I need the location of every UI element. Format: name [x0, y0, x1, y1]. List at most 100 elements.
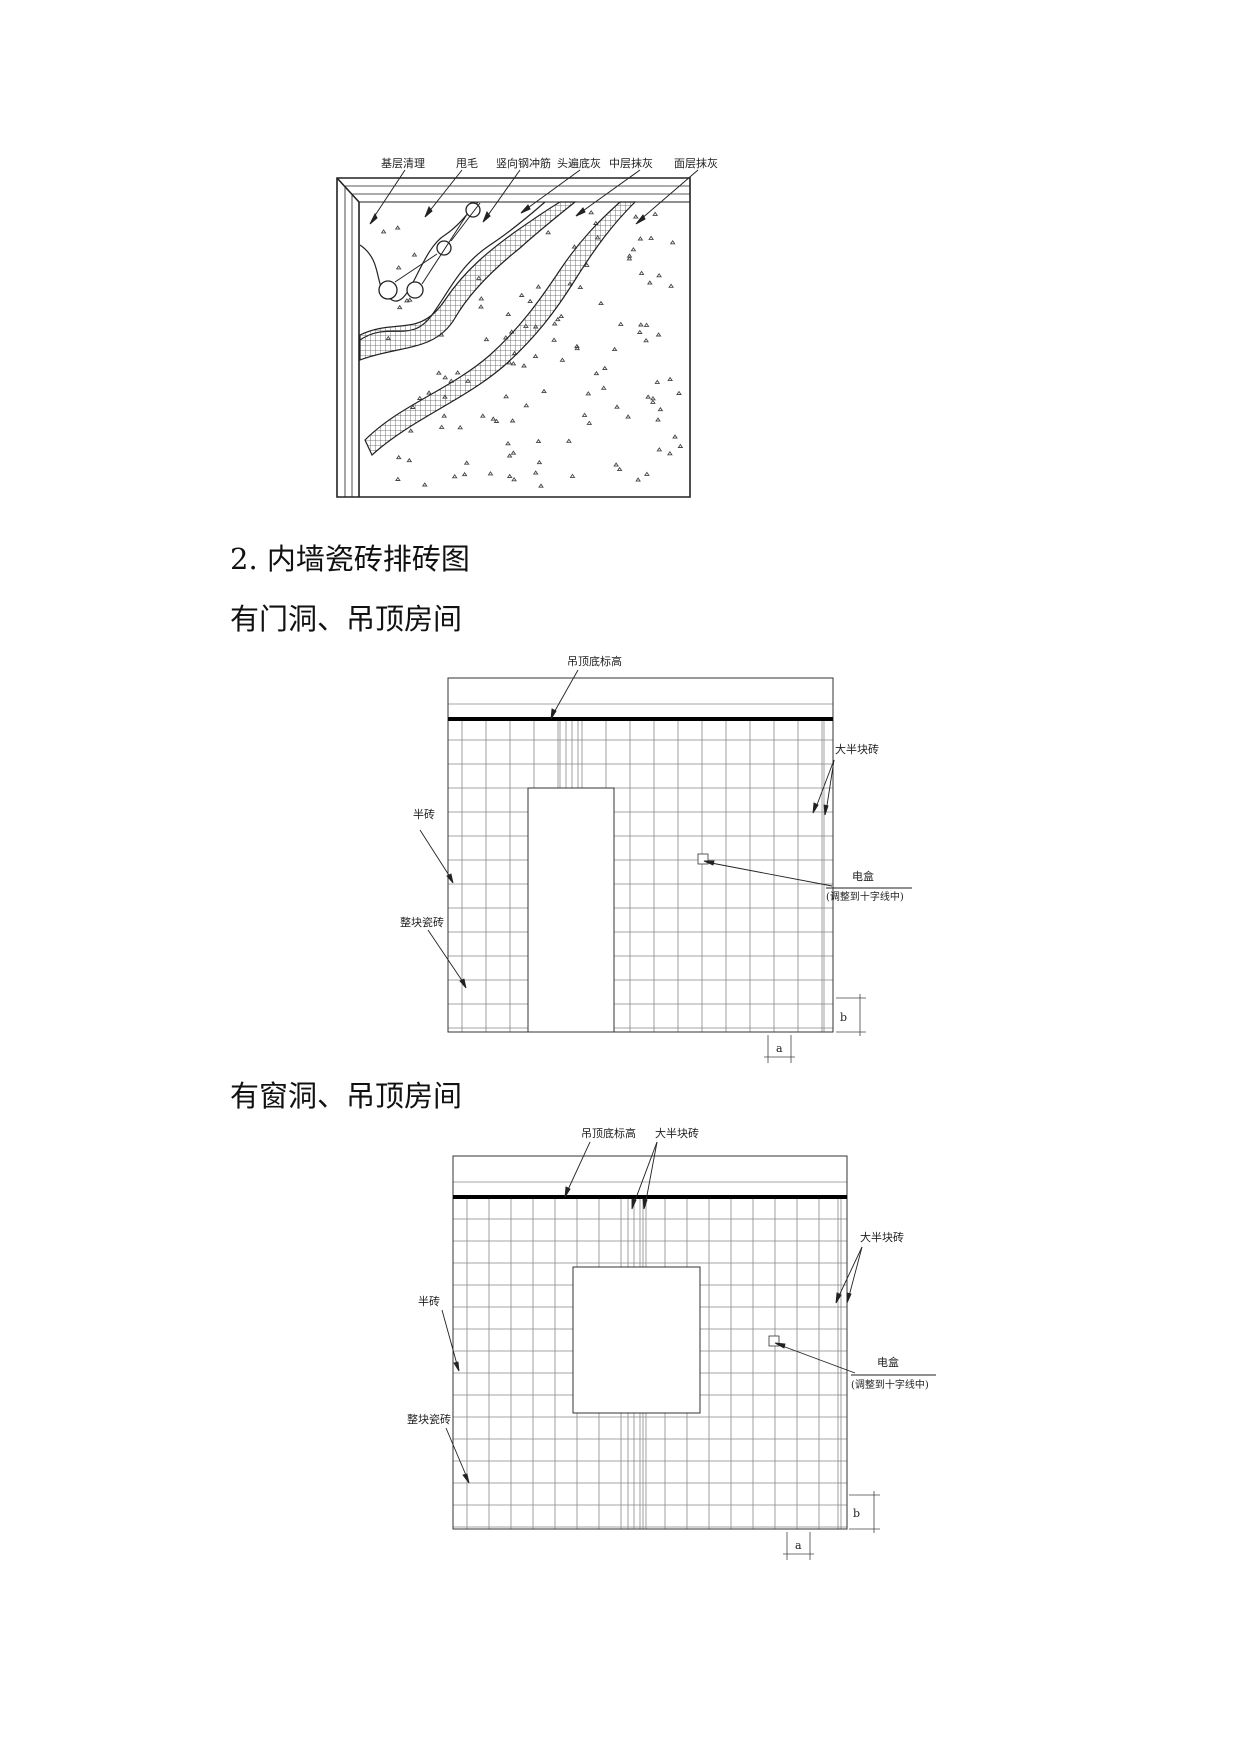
door-dim-b: b [840, 1011, 847, 1024]
speckle-mark [558, 313, 565, 319]
window-opening [572, 1266, 701, 1414]
door-dimensions [764, 994, 866, 1063]
speckle-mark [636, 329, 643, 334]
finish-coat-speckle [380, 209, 684, 488]
speckle-mark [395, 454, 402, 460]
window-room-heading: 有窗洞、吊顶房间 [230, 1079, 463, 1113]
door-outlet-box [697, 853, 709, 865]
speckle-mark [406, 297, 413, 302]
speckle-mark [435, 370, 442, 375]
plaster-label-5: 中层抹灰 [609, 156, 653, 170]
speckle-mark [581, 412, 588, 417]
speckle-mark [585, 391, 592, 396]
speckle-mark [667, 376, 673, 382]
speckle-mark [451, 473, 458, 479]
plaster-label-4: 头遍底灰 [557, 156, 601, 170]
speckle-mark [503, 393, 509, 399]
speckle-mark [648, 235, 654, 240]
door-whole-tile-label: 整块瓷砖 [400, 915, 444, 929]
speckle-mark [559, 357, 566, 362]
speckle-mark [541, 388, 547, 394]
door-opening [527, 787, 615, 1033]
speckle-mark [652, 211, 659, 216]
speckle-mark [645, 394, 651, 399]
speckle-mark [518, 292, 525, 297]
speckle-mark [644, 471, 650, 476]
speckle-mark [487, 471, 494, 476]
speckle-mark [613, 462, 619, 467]
speckle-mark [505, 440, 511, 446]
mesh-band-1 [359, 201, 577, 361]
window-outlet-note: (调整到十字线中) [851, 1378, 929, 1391]
plaster-label-2: 甩毛 [456, 157, 478, 170]
speckle-mark [583, 262, 590, 267]
speckle-mark [643, 322, 650, 327]
speckle-mark [655, 417, 661, 422]
window-ceiling-label: 吊顶底标高 [581, 1126, 636, 1140]
speckle-mark [454, 370, 461, 375]
speckle-mark [457, 424, 464, 430]
speckle-mark [551, 337, 557, 342]
speckle-mark [406, 457, 413, 463]
speckle-mark [574, 345, 581, 351]
window-whole-tile-label: 整块瓷砖 [407, 1412, 451, 1426]
speckle-mark [635, 477, 641, 482]
speckle-mark [441, 413, 448, 418]
door-half-tile-label: 半砖 [413, 807, 435, 821]
speckle-mark [536, 459, 543, 465]
speckle-mark [395, 265, 402, 270]
speckle-mark [569, 473, 576, 478]
speckle-mark [511, 476, 517, 482]
door-leaders [419, 669, 835, 989]
speckle-mark [479, 413, 486, 418]
speckle-mark [667, 450, 673, 456]
speckle-mark [657, 406, 664, 412]
window-wall-outline [452, 1155, 848, 1530]
speckle-mark [461, 471, 468, 477]
speckle-mark [535, 438, 542, 444]
door-outlet-label: 电盒 [852, 869, 874, 883]
speckle-mark [535, 284, 542, 289]
speckle-mark [478, 296, 485, 301]
speckle-mark [394, 225, 401, 230]
speckle-mark [654, 379, 661, 384]
speckle-mark [601, 365, 608, 371]
speckle-mark [463, 460, 470, 465]
window-dim-a: a [795, 1539, 802, 1552]
speckle-mark [588, 209, 595, 215]
speckle-mark [483, 336, 490, 342]
speckle-mark [395, 476, 401, 481]
speckle-mark [617, 321, 624, 326]
plaster-layer-diagram: 基层清理 甩毛 竖向钢冲筋 头遍底灰 中层抹灰 面层抹灰 [336, 156, 718, 498]
speckle-mark [478, 304, 484, 309]
rebar-lines [394, 202, 481, 285]
speckle-mark [566, 438, 572, 443]
speckle-mark [676, 390, 682, 395]
speckle-mark [527, 298, 533, 304]
speckle-mark [521, 363, 527, 368]
speckle-mark [505, 311, 512, 317]
speckle-mark [442, 374, 449, 380]
window-outlet-label: 电盒 [877, 1355, 899, 1369]
speckle-mark [592, 220, 599, 225]
window-large-half-tile-label-right: 大半块砖 [860, 1230, 904, 1244]
speckle-mark [502, 335, 509, 340]
speckle-mark [586, 420, 593, 425]
speckle-mark [668, 283, 674, 288]
speckle-mark [490, 416, 497, 421]
speckle-mark [509, 418, 516, 423]
speckle-mark [669, 239, 676, 245]
speckle-mark [677, 443, 684, 448]
speckle-mark [598, 300, 604, 306]
speckle-mark [416, 395, 423, 400]
speckle-mark [616, 466, 623, 472]
speckle-mark [650, 399, 656, 404]
speckle-mark [538, 483, 544, 488]
window-leaders [441, 1141, 863, 1484]
speckle-mark [532, 353, 539, 359]
speckle-mark [600, 385, 607, 390]
door-dim-a: a [776, 1042, 783, 1055]
speckle-mark [638, 322, 644, 327]
window-half-tile-label: 半砖 [418, 1294, 440, 1308]
speckle-mark [493, 418, 500, 423]
